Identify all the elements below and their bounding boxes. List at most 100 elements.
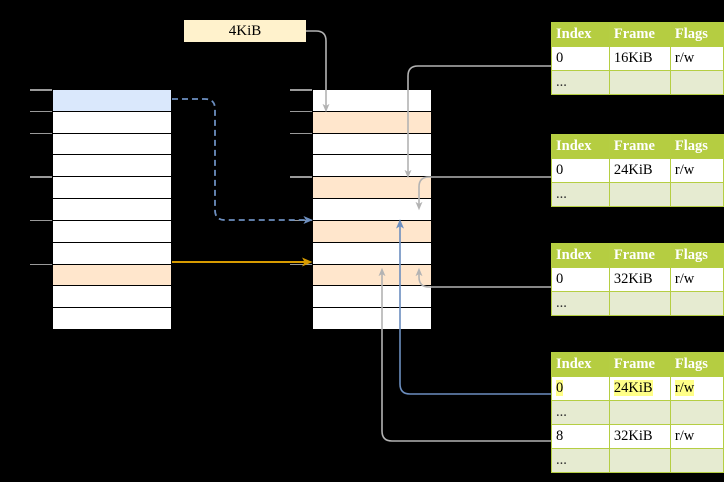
table-row: ... (551, 291, 724, 316)
physical-row-cell-2 (312, 110, 432, 135)
virtual-row-cell-5 (52, 176, 172, 200)
cell-index: ... (551, 400, 610, 425)
cell-index: ... (551, 70, 610, 95)
column-header-frame: Frame (608, 352, 671, 377)
cell-flags (669, 400, 724, 425)
cell-index: 8 (551, 424, 610, 449)
page-size-label: 4KiB (184, 20, 306, 42)
highlighted-value: 24KiB (613, 380, 653, 396)
column-header-flags: Flags (669, 22, 724, 47)
cell-index: 0 (551, 376, 610, 401)
cell-frame: 24KiB (608, 376, 671, 401)
cell-index: ... (551, 291, 610, 316)
cell-index: 0 (551, 158, 610, 183)
column-header-frame: Frame (608, 243, 671, 268)
cell-frame: 32KiB (608, 424, 671, 449)
cell-flags (669, 182, 724, 207)
cell-flags (669, 291, 724, 316)
cell-frame (608, 400, 671, 425)
physical-row-tick-7 (290, 219, 312, 222)
cell-flags (669, 70, 724, 95)
cell-flags: r/w (669, 158, 724, 183)
cell-flags (669, 448, 724, 473)
virtual-row-cell-3 (52, 132, 172, 156)
physical-row-cell-9 (312, 263, 432, 287)
virtual-row-tick-3 (30, 132, 52, 135)
physical-memory-column (290, 89, 432, 331)
column-header-flags: Flags (669, 134, 724, 159)
virtual-row-cell-1 (52, 89, 172, 113)
column-header-flags: Flags (669, 352, 724, 377)
cell-frame: 16KiB (608, 46, 671, 71)
table-row: ... (551, 400, 724, 425)
column-header-index: Index (551, 352, 610, 377)
physical-row-cell-1 (312, 89, 432, 113)
page-size-label-text: 4KiB (228, 22, 262, 39)
column-header-frame: Frame (608, 134, 671, 159)
cell-flags: r/w (669, 376, 724, 401)
cell-index: ... (551, 182, 610, 207)
cell-frame: 32KiB (608, 267, 671, 292)
physical-row-tick-3 (290, 132, 312, 135)
virtual-row-cell-8 (52, 241, 172, 266)
physical-row-tick-1 (290, 89, 312, 91)
column-header-flags: Flags (669, 243, 724, 268)
virtual-row-tick-5 (30, 176, 52, 178)
physical-row-cell-10 (312, 285, 432, 309)
cell-frame: 24KiB (608, 158, 671, 183)
wire-table2-to-frame (415, 176, 551, 211)
cell-flags: r/w (669, 267, 724, 292)
cell-index: ... (551, 448, 610, 473)
physical-row-cell-7 (312, 219, 432, 244)
cell-frame (608, 182, 671, 207)
virtual-row-tick-9 (30, 263, 52, 266)
virtual-row-cell-7 (52, 219, 172, 244)
table-row: ... (551, 182, 724, 207)
physical-row-tick-2 (290, 110, 312, 113)
physical-row-cell-11 (312, 307, 432, 331)
cell-index: 0 (551, 267, 610, 292)
virtual-row-tick-7 (30, 219, 52, 222)
highlighted-value: r/w (674, 380, 695, 396)
physical-row-cell-6 (312, 198, 432, 222)
virtual-row-cell-4 (52, 154, 172, 178)
virtual-row-tick-2 (30, 110, 52, 113)
physical-row-tick-5 (290, 176, 312, 178)
cell-flags: r/w (669, 424, 724, 449)
cell-frame (608, 448, 671, 473)
physical-row-cell-4 (312, 154, 432, 178)
virtual-row-cell-9 (52, 263, 172, 287)
cell-frame (608, 291, 671, 316)
cell-index: 0 (551, 46, 610, 71)
virtual-row-cell-11 (52, 307, 172, 331)
column-header-index: Index (551, 22, 610, 47)
physical-row-cell-8 (312, 241, 432, 266)
virtual-address-space-column (30, 89, 172, 331)
table-row: ... (551, 70, 724, 95)
highlighted-value: 0 (556, 380, 564, 396)
physical-row-cell-5 (312, 176, 432, 200)
virtual-row-cell-10 (52, 285, 172, 309)
table-row: ... (551, 448, 724, 473)
column-header-index: Index (551, 243, 610, 268)
wire-table3-to-frame (415, 267, 551, 288)
wire-virtual-blue-to-physical (172, 98, 313, 224)
cell-frame (608, 70, 671, 95)
virtual-row-cell-2 (52, 110, 172, 135)
column-header-index: Index (551, 134, 610, 159)
column-header-frame: Frame (608, 22, 671, 47)
physical-row-cell-3 (312, 132, 432, 156)
